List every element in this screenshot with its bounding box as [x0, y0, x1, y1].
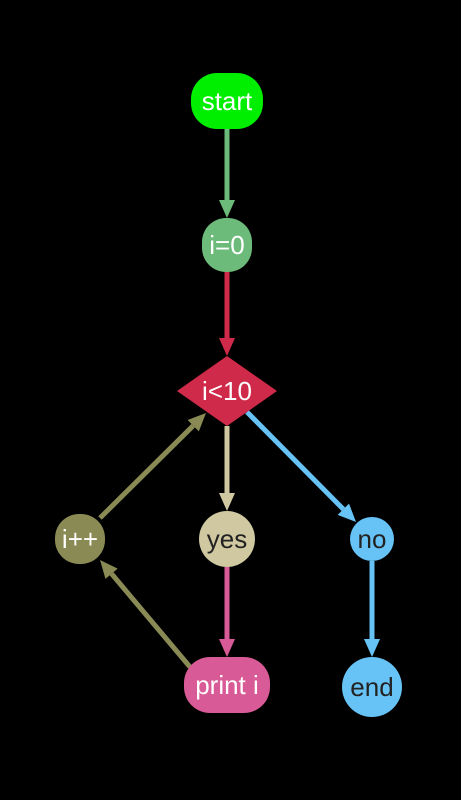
- edge-line: [245, 410, 346, 511]
- arrowhead: [219, 639, 235, 657]
- arrowhead: [337, 503, 356, 522]
- node-yes: yes: [199, 511, 255, 567]
- node-yes-label: yes: [207, 524, 247, 554]
- arrowhead: [100, 560, 118, 579]
- edge-init-to-cond: [219, 272, 235, 356]
- node-start-shape: [191, 73, 263, 129]
- edge-yes-to-print: [219, 567, 235, 657]
- node-print-shape: [184, 657, 270, 713]
- arrowhead: [219, 338, 235, 356]
- edge-no-to-end: [364, 561, 380, 657]
- edge-start-to-init: [219, 129, 235, 218]
- edge-cond-to-yes: [219, 426, 235, 511]
- node-condition: i<10: [177, 356, 277, 426]
- node-increment: i++: [55, 514, 105, 564]
- edge-print-to-inc: [100, 560, 192, 669]
- node-condition-label: i<10: [202, 376, 252, 406]
- node-init-label: i=0: [209, 230, 244, 260]
- node-yes-shape: [199, 511, 255, 567]
- edge-cond-to-no: [245, 410, 356, 522]
- edges-layer: [98, 129, 380, 669]
- arrowhead: [364, 639, 380, 657]
- node-print: print i: [184, 657, 270, 713]
- node-no: no: [350, 517, 394, 561]
- edge-line: [109, 572, 192, 669]
- node-condition-shape: [177, 356, 277, 426]
- node-end: end: [342, 657, 402, 717]
- arrowhead: [187, 413, 206, 432]
- node-no-label: no: [358, 524, 387, 554]
- node-print-label: print i: [195, 670, 259, 700]
- node-end-shape: [342, 657, 402, 717]
- node-end-label: end: [350, 672, 393, 702]
- node-increment-shape: [55, 514, 105, 564]
- arrowhead: [219, 200, 235, 218]
- node-init-shape: [202, 218, 252, 272]
- node-increment-label: i++: [62, 524, 98, 554]
- edge-inc-to-cond: [98, 413, 206, 520]
- node-start: start: [191, 73, 263, 129]
- nodes-layer: start i=0 i<10 i++ yes: [55, 73, 402, 717]
- edge-line: [98, 423, 195, 520]
- node-start-label: start: [202, 86, 253, 116]
- node-no-shape: [350, 517, 394, 561]
- node-init: i=0: [202, 218, 252, 272]
- arrowhead: [219, 493, 235, 511]
